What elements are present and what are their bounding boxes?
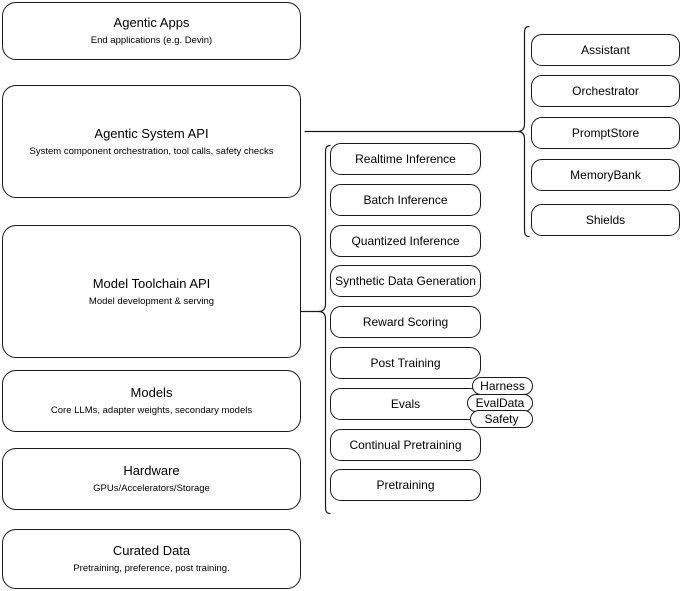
capability-box-continual-pretraining[interactable]: Continual Pretraining bbox=[330, 429, 481, 461]
badge-safety[interactable]: Safety bbox=[470, 410, 533, 428]
capability-box-quantized-inference[interactable]: Quantized Inference bbox=[330, 225, 481, 257]
capability-box-pretraining[interactable]: Pretraining bbox=[330, 469, 481, 501]
capability-box-synthetic-data-generation[interactable]: Synthetic Data Generation bbox=[330, 265, 481, 297]
bracket-toolchain-capabilities bbox=[317, 144, 331, 515]
component-label: Assistant bbox=[581, 42, 630, 57]
component-box-memorybank[interactable]: MemoryBank bbox=[531, 159, 680, 191]
layer-subtitle: System component orchestration, tool cal… bbox=[29, 145, 274, 157]
layer-title: Models bbox=[130, 385, 173, 400]
layer-title: Agentic System API bbox=[94, 125, 209, 141]
capability-label: Pretraining bbox=[376, 477, 435, 492]
layer-card-hardware[interactable]: Hardware GPUs/Accelerators/Storage bbox=[2, 448, 301, 510]
layer-title: Hardware bbox=[123, 463, 180, 478]
capability-label: Post Training bbox=[370, 355, 441, 370]
layer-title: Model Toolchain API bbox=[92, 275, 211, 291]
capability-label: Batch Inference bbox=[363, 192, 448, 207]
bracket-system-components bbox=[516, 25, 530, 238]
capability-label: Synthetic Data Generation bbox=[335, 273, 476, 288]
badge-label: EvalData bbox=[475, 396, 525, 410]
capability-box-post-training[interactable]: Post Training bbox=[330, 347, 481, 379]
component-label: PromptStore bbox=[571, 125, 640, 140]
layer-card-curated-data[interactable]: Curated Data Pretraining, preference, po… bbox=[2, 529, 301, 589]
layer-subtitle: GPUs/Accelerators/Storage bbox=[93, 483, 210, 494]
layer-title: Agentic Apps bbox=[113, 15, 190, 30]
component-label: MemoryBank bbox=[570, 167, 641, 182]
capability-box-realtime-inference[interactable]: Realtime Inference bbox=[330, 143, 481, 175]
layer-card-agentic-system-api[interactable]: Agentic System API System component orch… bbox=[2, 85, 301, 198]
component-box-orchestrator[interactable]: Orchestrator bbox=[531, 75, 680, 107]
component-box-assistant[interactable]: Assistant bbox=[531, 34, 680, 66]
badge-harness[interactable]: Harness bbox=[472, 377, 533, 395]
layer-subtitle: Model development & serving bbox=[88, 295, 215, 307]
layer-card-model-toolchain-api[interactable]: Model Toolchain API Model development & … bbox=[2, 225, 301, 358]
component-box-promptstore[interactable]: PromptStore bbox=[531, 117, 680, 149]
layer-subtitle: End applications (e.g. Devin) bbox=[90, 35, 213, 46]
layer-subtitle: Pretraining, preference, post training. bbox=[73, 563, 230, 574]
capability-box-batch-inference[interactable]: Batch Inference bbox=[330, 184, 481, 216]
capability-label: Realtime Inference bbox=[355, 151, 456, 166]
capability-label: Continual Pretraining bbox=[349, 437, 462, 452]
capability-box-reward-scoring[interactable]: Reward Scoring bbox=[330, 306, 481, 338]
capability-box-evals[interactable]: Evals bbox=[330, 388, 481, 420]
capability-label: Evals bbox=[390, 396, 421, 411]
capability-label: Reward Scoring bbox=[362, 314, 449, 329]
layer-title: Curated Data bbox=[112, 543, 191, 558]
layer-card-models[interactable]: Models Core LLMs, adapter weights, secon… bbox=[2, 370, 301, 432]
component-box-shields[interactable]: Shields bbox=[531, 204, 680, 236]
layer-card-agentic-apps[interactable]: Agentic Apps End applications (e.g. Devi… bbox=[2, 2, 301, 60]
component-label: Shields bbox=[585, 212, 626, 227]
badge-label: Safety bbox=[484, 412, 519, 426]
layer-subtitle: Core LLMs, adapter weights, secondary mo… bbox=[50, 405, 253, 416]
badge-label: Harness bbox=[480, 379, 525, 393]
component-label: Orchestrator bbox=[572, 83, 639, 98]
capability-label: Quantized Inference bbox=[351, 233, 460, 248]
